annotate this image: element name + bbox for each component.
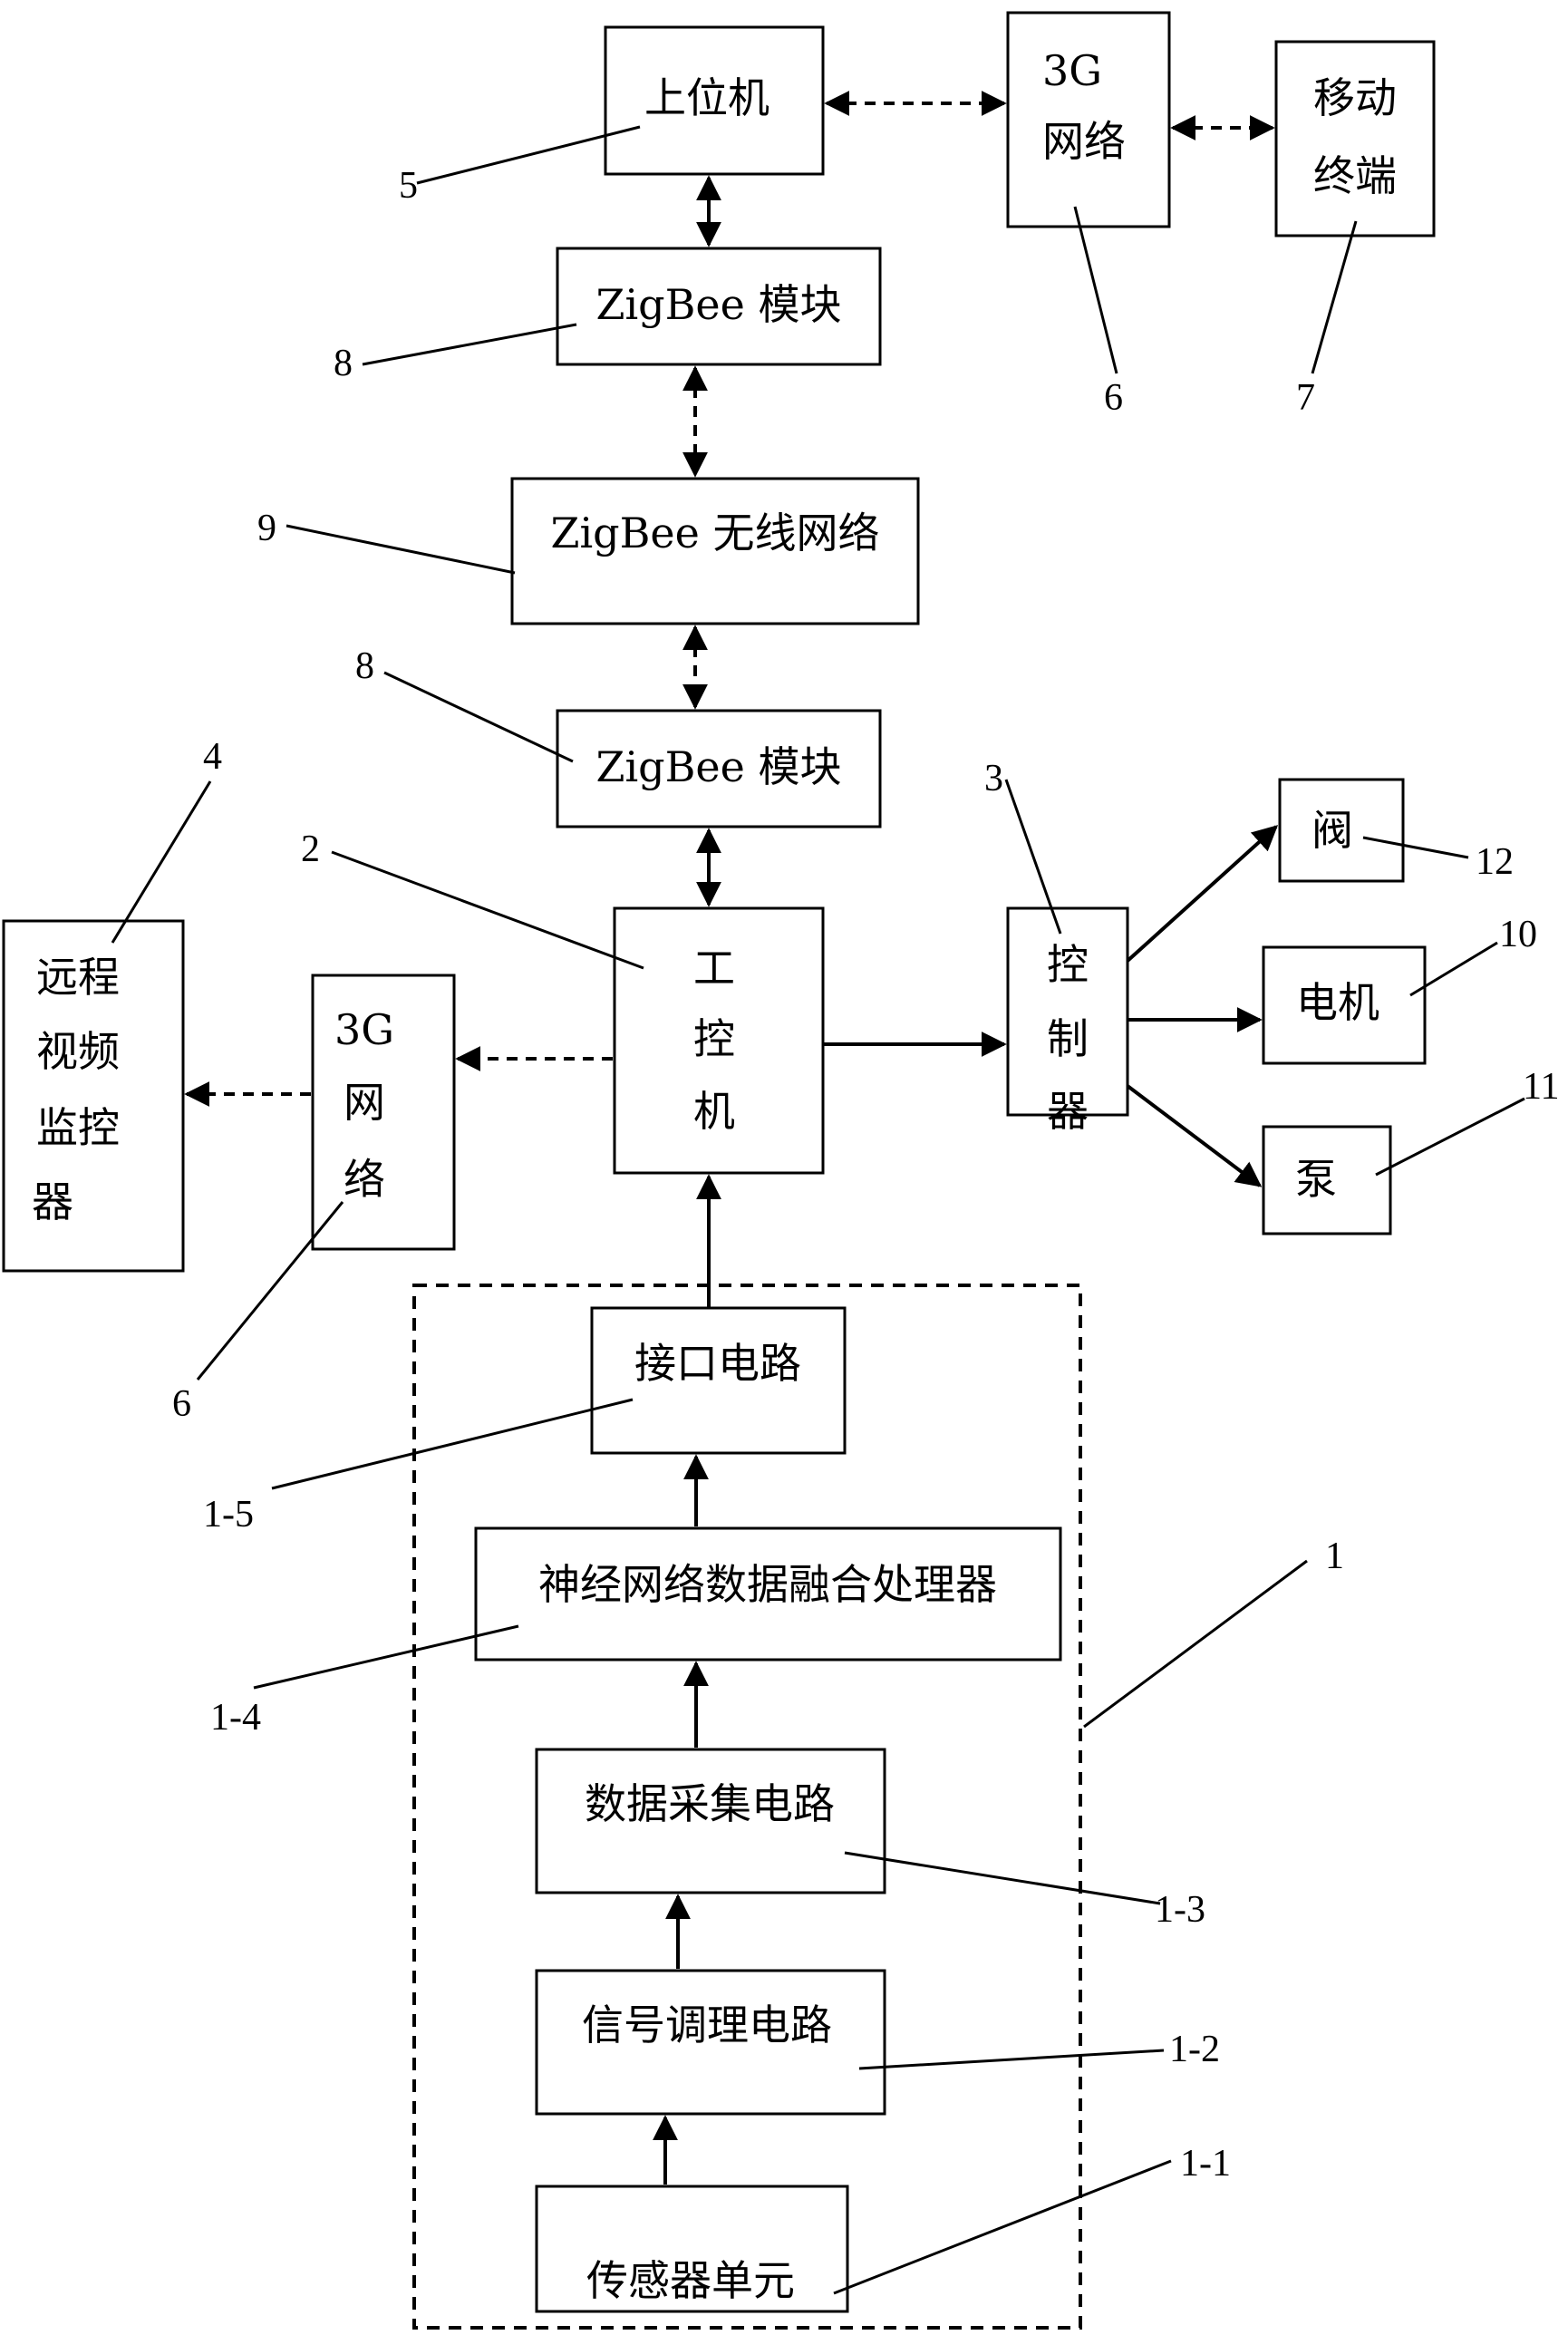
mobile-terminal-line1: 移动 xyxy=(1313,73,1397,122)
ref-5: 5 xyxy=(399,165,418,207)
ref-1-4: 1-4 xyxy=(210,1697,261,1739)
remote-video-monitor-line3: 监控 xyxy=(36,1103,120,1152)
leader-5 xyxy=(416,125,641,185)
remote-video-monitor-line1: 远程 xyxy=(36,953,120,1002)
leader-12 xyxy=(1362,836,1469,859)
ref-12: 12 xyxy=(1476,841,1514,883)
motor-label: 电机 xyxy=(1296,978,1379,1027)
controller-node: 控 制 器 xyxy=(1006,906,1129,1136)
leader-3 xyxy=(1004,779,1062,935)
industrial-computer-line1: 工 xyxy=(693,944,735,993)
ref-1-3: 1-3 xyxy=(1155,1889,1205,1931)
ref-1-5: 1-5 xyxy=(203,1494,254,1536)
ref-10: 10 xyxy=(1499,914,1537,955)
valve-label: 阀 xyxy=(1312,806,1353,855)
controller-line2: 制 xyxy=(1047,1014,1089,1063)
data-acquisition-circuit-node: 数据采集电路 xyxy=(535,1748,886,1894)
sensor-unit-node: 传感器单元 xyxy=(535,2185,849,2313)
leader-7 xyxy=(1311,220,1358,374)
zigbee-module-bottom-node: ZigBee 模块 xyxy=(556,709,882,828)
leader-1 xyxy=(1083,1559,1308,1729)
motor-node: 电机 xyxy=(1262,945,1427,1065)
zigbee-wireless-network-node: ZigBee 无线网络 xyxy=(510,477,920,625)
controller-line3: 器 xyxy=(1047,1087,1089,1136)
zigbee-module-top-label: ZigBee 模块 xyxy=(596,280,842,329)
leader-4 xyxy=(111,780,212,944)
leader-11 xyxy=(1375,1097,1525,1177)
leader-1-3 xyxy=(844,1851,1161,1905)
industrial-computer-node: 工 控 机 xyxy=(613,906,825,1175)
3g-network-top-line2: 网络 xyxy=(1042,117,1126,166)
leader-6a xyxy=(1073,206,1118,374)
controller-line1: 控 xyxy=(1047,940,1089,989)
industrial-computer-line3: 机 xyxy=(693,1087,735,1136)
mobile-terminal-node: 移动 终端 xyxy=(1274,40,1436,237)
ref-9: 9 xyxy=(257,508,276,549)
3g-network-left-line1: 3G xyxy=(334,1005,394,1054)
mobile-terminal-line2: 终端 xyxy=(1313,151,1397,200)
signal-conditioning-circuit-label: 信号调理电路 xyxy=(582,2001,832,2049)
interface-circuit-label: 接口电路 xyxy=(634,1339,801,1388)
ref-11: 11 xyxy=(1523,1066,1559,1108)
leader-8a xyxy=(362,323,577,366)
ref-2: 2 xyxy=(301,828,320,870)
leader-1-4 xyxy=(253,1624,519,1690)
nn-data-fusion-processor-label: 神经网络数据融合处理器 xyxy=(538,1560,997,1609)
remote-video-monitor-line2: 视频 xyxy=(36,1027,120,1076)
3g-network-left-line3: 络 xyxy=(344,1155,385,1204)
ref-1-2: 1-2 xyxy=(1169,2029,1220,2070)
leader-6b xyxy=(196,1201,344,1381)
3g-network-left-node: 3G 网 络 xyxy=(311,974,456,1251)
controller-pump-link xyxy=(1126,1084,1263,1187)
leader-1-2 xyxy=(858,2049,1165,2070)
pump-node: 泵 xyxy=(1262,1125,1392,1235)
host-computer-node: 上位机 xyxy=(604,25,825,176)
sensor-unit-label: 传感器单元 xyxy=(586,2256,795,2305)
data-acquisition-circuit-label: 数据采集电路 xyxy=(585,1779,835,1828)
ref-1-1: 1-1 xyxy=(1180,2143,1231,2185)
leader-2 xyxy=(331,850,644,970)
leader-1-5 xyxy=(271,1398,634,1490)
remote-video-monitor-line4: 器 xyxy=(32,1177,73,1226)
leader-1-1 xyxy=(833,2159,1172,2295)
leader-10 xyxy=(1409,941,1498,997)
signal-conditioning-circuit-node: 信号调理电路 xyxy=(535,1969,886,2116)
leader-9 xyxy=(286,524,516,575)
interface-circuit-node: 接口电路 xyxy=(590,1306,847,1455)
ref-8a: 8 xyxy=(334,343,353,384)
zigbee-module-top-node: ZigBee 模块 xyxy=(556,247,882,366)
zigbee-wireless-network-label: ZigBee 无线网络 xyxy=(551,509,880,557)
ref-6b: 6 xyxy=(172,1383,191,1425)
valve-node: 阀 xyxy=(1278,778,1405,883)
3g-network-top-node: 3G 网络 xyxy=(1006,11,1171,228)
3g-network-left-line2: 网 xyxy=(344,1078,385,1127)
pump-label: 泵 xyxy=(1295,1155,1337,1204)
zigbee-module-bottom-label: ZigBee 模块 xyxy=(596,742,842,791)
leader-8b xyxy=(383,671,574,763)
ref-6a: 6 xyxy=(1104,377,1123,419)
remote-video-monitor-node: 远程 视频 监控 器 xyxy=(2,919,185,1273)
host-computer-label: 上位机 xyxy=(644,73,769,122)
ref-7: 7 xyxy=(1296,377,1315,419)
ref-3: 3 xyxy=(984,758,1003,799)
3g-network-top-line1: 3G xyxy=(1042,46,1102,95)
sensing-module-boundary xyxy=(412,1284,1082,2330)
ref-8b: 8 xyxy=(355,645,374,687)
ref-1: 1 xyxy=(1325,1536,1344,1577)
ref-4: 4 xyxy=(203,736,222,778)
controller-valve-link xyxy=(1126,825,1279,963)
industrial-computer-line2: 控 xyxy=(693,1014,735,1063)
nn-data-fusion-processor-node: 神经网络数据融合处理器 xyxy=(474,1526,1062,1662)
